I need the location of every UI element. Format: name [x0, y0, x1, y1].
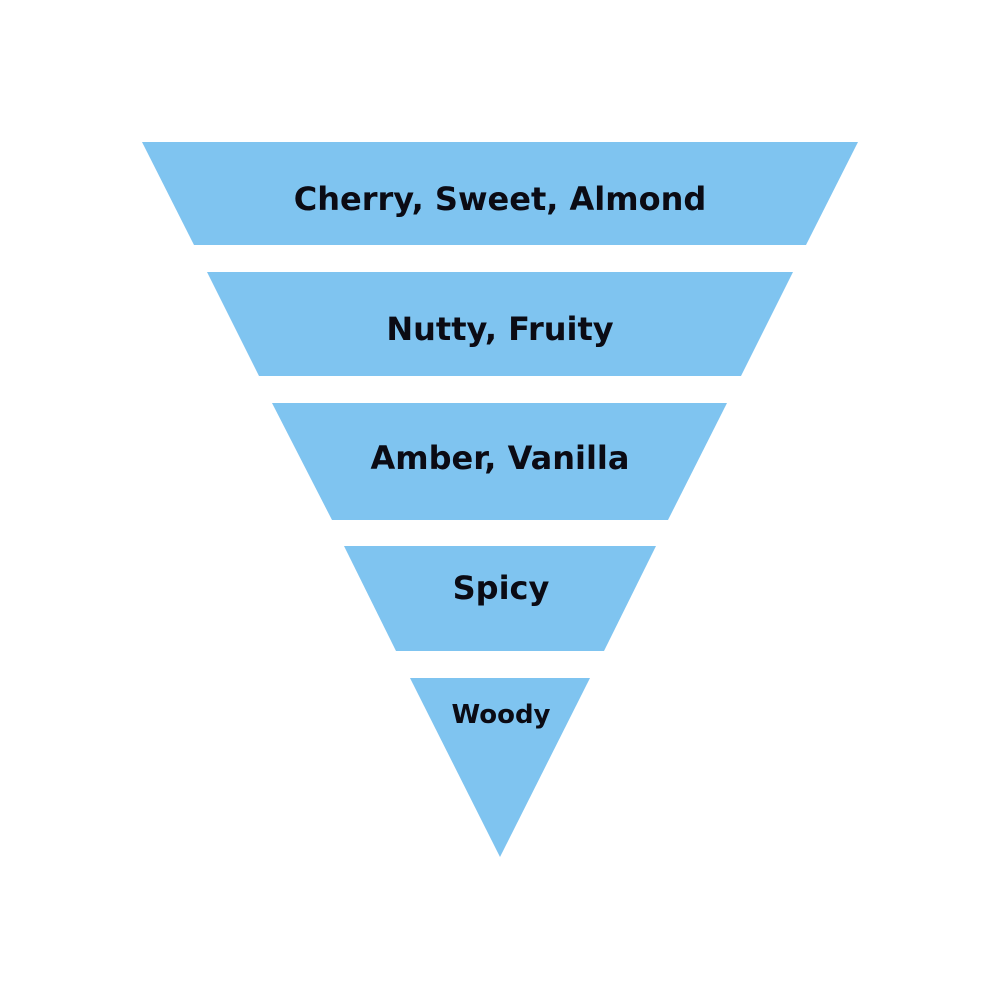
pyramid-layer-3-shape: [272, 403, 727, 520]
pyramid-layer-1: Cherry, Sweet, Almond: [142, 142, 858, 245]
pyramid-layer-1-shape: [142, 142, 858, 245]
pyramid-layer-2-label: Nutty, Fruity: [386, 310, 613, 348]
pyramid-layer-5-label: Woody: [451, 700, 550, 730]
pyramid-layer-4: Spicy: [344, 546, 656, 651]
pyramid-layer-3-label: Amber, Vanilla: [371, 439, 630, 477]
pyramid-layer-2-shape: [207, 272, 793, 376]
pyramid-layer-4-label: Spicy: [453, 569, 550, 607]
pyramid-layer-3: Amber, Vanilla: [272, 403, 727, 520]
pyramid-layer-5: Woody: [410, 678, 590, 857]
pyramid-layer-2: Nutty, Fruity: [207, 272, 793, 376]
pyramid-layer-5-shape: [410, 678, 590, 857]
pyramid-layer-1-label: Cherry, Sweet, Almond: [294, 180, 707, 218]
pyramid-layer-4-shape: [344, 546, 656, 651]
